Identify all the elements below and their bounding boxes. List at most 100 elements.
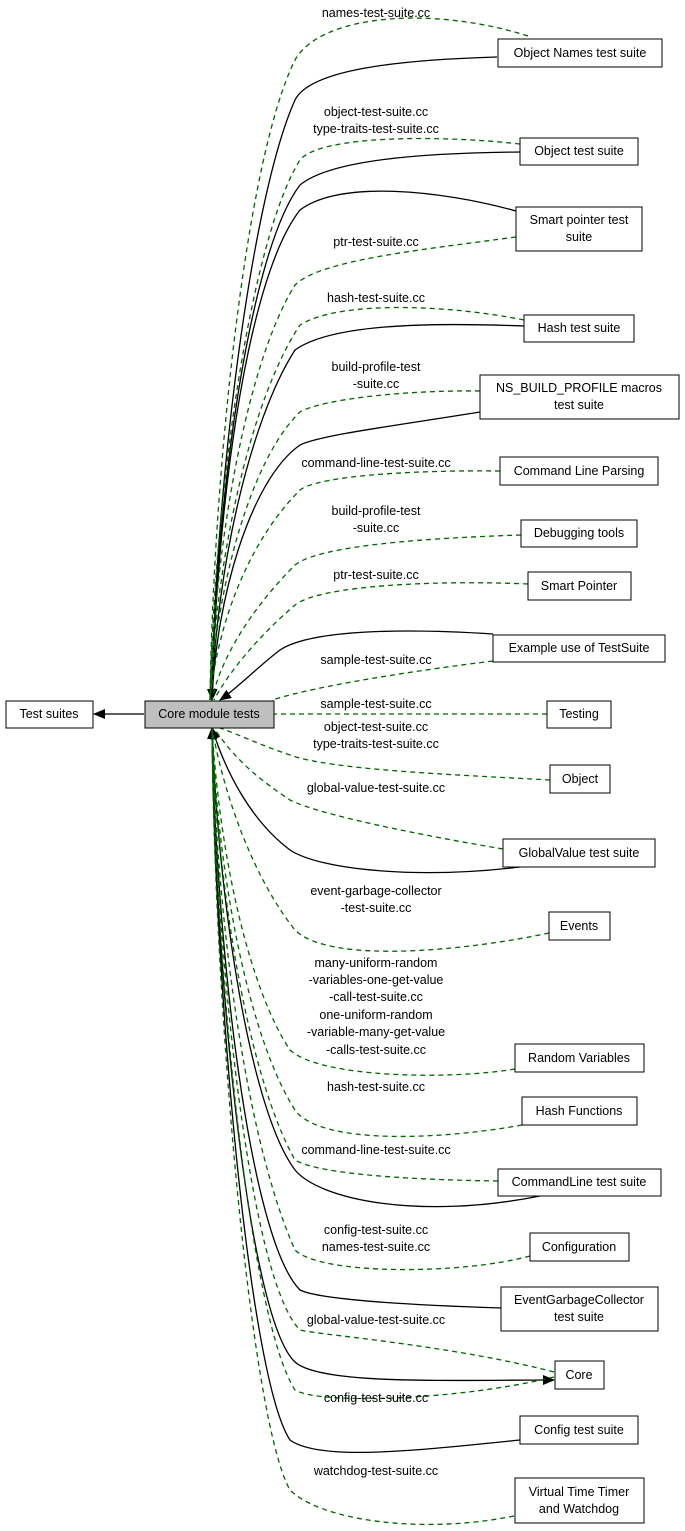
node-hash-test-suite[interactable]: Hash test suite	[523, 314, 635, 343]
node-globalvalue-test-suite[interactable]: GlobalValue test suite	[502, 838, 656, 868]
edge-label-config-2: config-test-suite.cc	[324, 1391, 428, 1405]
node-label: Core	[565, 1368, 592, 1382]
node-label: Object Names test suite	[514, 46, 647, 60]
node-label: Config test suite	[534, 1423, 624, 1437]
node-label-line-2: suite	[566, 230, 592, 244]
node-eventgarbagecollector-test-suite[interactable]: EventGarbageCollector test suite	[500, 1286, 659, 1332]
edge-object-names	[207, 56, 498, 701]
node-label: Events	[560, 919, 598, 933]
node-events[interactable]: Events	[548, 911, 611, 941]
edge-example-ts	[219, 630, 494, 701]
edge-label-text: hash-test-suite.cc	[327, 1080, 425, 1094]
edge-label-line-2: -suite.cc	[353, 377, 400, 391]
edge-label-gv-2: global-value-test-suite.cc	[307, 1313, 445, 1327]
dashed-cmdline-2	[211, 727, 499, 1182]
node-label-line-2: test suite	[554, 1310, 604, 1324]
edge-label-text: ptr-test-suite.cc	[333, 568, 418, 582]
edge-label-line-4: one-uniform-random	[319, 1008, 432, 1022]
node-random-variables[interactable]: Random Variables	[514, 1043, 645, 1073]
node-label: Test suites	[19, 707, 78, 721]
edge-object-ts	[207, 151, 521, 701]
edge-label-text: global-value-test-suite.cc	[307, 1313, 445, 1327]
node-virtual-time-timer-and-watchdog[interactable]: Virtual Time Timer and Watchdog	[514, 1477, 645, 1524]
edges	[93, 17, 555, 1526]
node-config-test-suite[interactable]: Config test suite	[519, 1415, 639, 1445]
edge-label-hash-2: hash-test-suite.cc	[327, 1080, 425, 1094]
dashed-build-2	[211, 534, 522, 701]
node-configuration[interactable]: Configuration	[529, 1232, 630, 1262]
edge-label-line-2: type-traits-test-suite.cc	[313, 737, 439, 751]
edge-ns-build	[207, 411, 481, 701]
node-smart-pointer[interactable]: Smart Pointer	[527, 571, 632, 601]
node-command-line-parsing[interactable]: Command Line Parsing	[499, 456, 659, 486]
node-label: Smart Pointer	[541, 579, 617, 593]
node-label-line-1: EventGarbageCollector	[514, 1293, 644, 1307]
edge-label-hash-1: hash-test-suite.cc	[327, 291, 425, 305]
edge-label-cmdline-2: command-line-test-suite.cc	[301, 1143, 450, 1157]
node-label: Random Variables	[528, 1051, 630, 1065]
node-label: Core module tests	[158, 707, 259, 721]
edge-label-line-6: -calls-test-suite.cc	[326, 1043, 426, 1057]
edge-label-object-2: object-test-suite.cc type-traits-test-su…	[313, 720, 439, 751]
dashed-hash-2	[211, 727, 523, 1138]
node-label: CommandLine test suite	[512, 1175, 647, 1189]
edge-label-gv-1: global-value-test-suite.cc	[307, 781, 445, 795]
dashed-gv-2	[211, 727, 555, 1373]
node-label: Hash test suite	[538, 321, 621, 335]
dashed-gv-1	[213, 727, 504, 850]
node-hash-functions[interactable]: Hash Functions	[521, 1096, 638, 1126]
node-debugging-tools[interactable]: Debugging tools	[520, 519, 638, 548]
edge-label-watchdog-1: watchdog-test-suite.cc	[313, 1464, 438, 1478]
node-commandline-test-suite[interactable]: CommandLine test suite	[497, 1168, 662, 1197]
edge-label-line-2: -suite.cc	[353, 521, 400, 535]
edge-label-line-1: build-profile-test	[332, 360, 421, 374]
edge-label-line-1: event-garbage-collector	[310, 884, 441, 898]
dashed-ptr-1	[209, 236, 517, 701]
edge-label-text: ptr-test-suite.cc	[333, 235, 418, 249]
edge-label-sample-1: sample-test-suite.cc	[320, 653, 431, 667]
node-object[interactable]: Object	[549, 764, 611, 794]
dashed-object-1	[209, 137, 521, 701]
node-ns-build-profile[interactable]: NS_BUILD_PROFILE macros test suite	[479, 374, 680, 420]
edge-label-line-1: config-test-suite.cc	[324, 1223, 428, 1237]
dashed-watchdog-1	[211, 727, 515, 1526]
edge-smartptr-ts	[207, 190, 517, 701]
edge-label-line-5: -variable-many-get-value	[307, 1025, 445, 1039]
edge-hash-ts	[207, 323, 525, 701]
edge-label-text: global-value-test-suite.cc	[307, 781, 445, 795]
node-core-module-tests[interactable]: Core module tests	[144, 700, 275, 729]
edge-label-line-1: build-profile-test	[332, 504, 421, 518]
edge-label-line-1: many-uniform-random	[315, 956, 438, 970]
edge-label-line-1: object-test-suite.cc	[324, 720, 428, 734]
node-label: Configuration	[542, 1240, 616, 1254]
edge-label-text: config-test-suite.cc	[324, 1391, 428, 1405]
node-label: GlobalValue test suite	[519, 846, 640, 860]
node-test-suites[interactable]: Test suites	[5, 700, 94, 729]
edge-label-text: watchdog-test-suite.cc	[313, 1464, 438, 1478]
edge-label-line-3: -call-test-suite.cc	[329, 990, 423, 1004]
node-example-use-of-testsuite[interactable]: Example use of TestSuite	[492, 634, 666, 663]
node-testing[interactable]: Testing	[546, 700, 612, 729]
node-label: Hash Functions	[536, 1104, 623, 1118]
edge-label-egc-1: event-garbage-collector -test-suite.cc	[310, 884, 441, 915]
dashed-random-1	[211, 727, 516, 1076]
node-smart-pointer-test-suite[interactable]: Smart pointer test suite	[515, 206, 643, 252]
edge-label-text: sample-test-suite.cc	[320, 653, 431, 667]
edge-label-names-1: names-test-suite.cc	[322, 6, 430, 20]
edge-label-sample-2: sample-test-suite.cc	[320, 697, 431, 711]
node-label: Object test suite	[534, 144, 624, 158]
node-object-test-suite[interactable]: Object test suite	[519, 137, 639, 166]
node-object-names-test-suite[interactable]: Object Names test suite	[497, 38, 663, 68]
edge-label-line-2: -test-suite.cc	[341, 901, 412, 915]
edge-label-config-1: config-test-suite.cc names-test-suite.cc	[322, 1223, 430, 1254]
dashed-events-1	[211, 727, 550, 952]
dashed-cmdline-1	[209, 470, 501, 701]
edge-globalvalue-ts	[210, 727, 529, 874]
edge-label-text: command-line-test-suite.cc	[301, 1143, 450, 1157]
node-label-line-1: Smart pointer test	[530, 213, 629, 227]
nodes: Test suites Core module tests Object Nam…	[5, 38, 680, 1524]
edge-label-object-1: object-test-suite.cc type-traits-test-su…	[313, 105, 439, 136]
edge-label-text: command-line-test-suite.cc	[301, 456, 450, 470]
node-core[interactable]: Core	[554, 1360, 605, 1390]
